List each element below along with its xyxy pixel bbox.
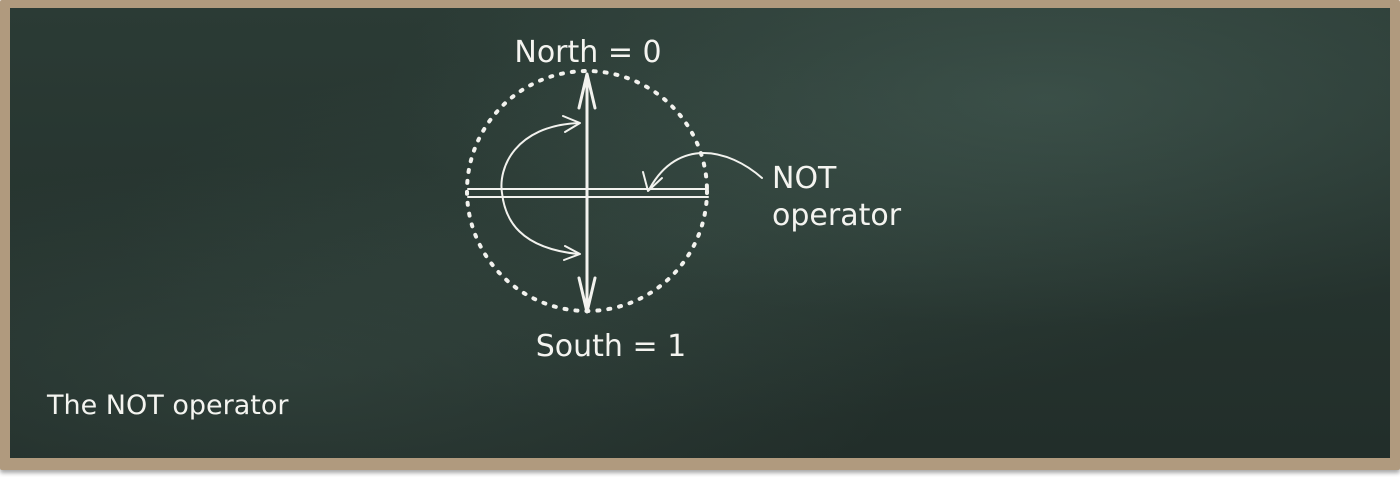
operator-label-line2: operator xyxy=(772,198,902,233)
flip-arrow xyxy=(500,115,581,261)
caption: The NOT operator xyxy=(46,390,289,421)
operator-label-line1: NOT xyxy=(772,161,837,196)
operator-pointer-arrow xyxy=(642,152,763,192)
south-label: South = 1 xyxy=(536,329,686,364)
vertical-axis-arrow xyxy=(577,72,597,314)
chalkboard: North = 0 South = 1 NOT operator The NOT… xyxy=(10,8,1390,458)
north-label: North = 0 xyxy=(514,35,661,70)
diagram-canvas: North = 0 South = 1 NOT operator The NOT… xyxy=(46,35,902,421)
